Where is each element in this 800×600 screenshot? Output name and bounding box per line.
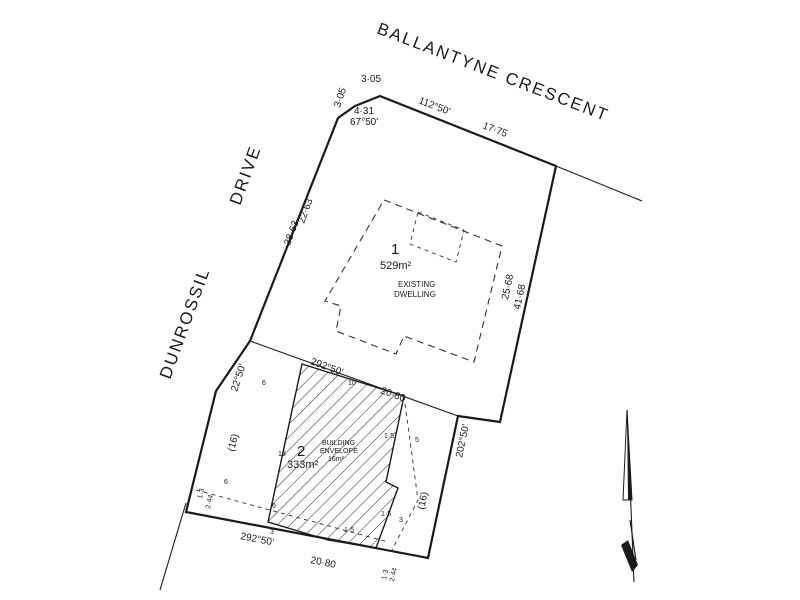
lot-1-note-line1: EXISTING (398, 280, 435, 289)
dim-west-inner: 22·63 (296, 197, 315, 225)
lot-divider-line (249, 340, 459, 417)
lot-1-note-line2: DWELLING (394, 290, 436, 299)
street-name-drive: DRIVE (226, 143, 265, 208)
env-mark-lower-mid: 3 (270, 529, 274, 536)
north-arrow-icon (621, 409, 638, 583)
building-envelope-hatch (267, 363, 405, 549)
dim-west-lot2: (16) (226, 433, 241, 453)
setback-line (195, 489, 389, 543)
lot-2-area: 333m² (287, 459, 319, 471)
env-mark-left: 6 (262, 380, 266, 387)
env-mark-lower-right: 3 (399, 517, 403, 524)
dim-corner-top: 3·05 (361, 74, 381, 85)
dwelling-annex-outline (409, 211, 465, 263)
envelope-setback-right (391, 395, 419, 551)
env-mark-bottom-a: 1·5 (344, 527, 354, 534)
drive-extension-line (159, 502, 187, 591)
lot-2-note-line2: ENVELOPE (320, 448, 358, 455)
env-mark-right-inner: 1·5 (384, 433, 394, 440)
dim-splay-left-b: 2·44 (205, 494, 215, 509)
env-mark-top: 10 (348, 380, 356, 387)
street-name-ballantyne: BALLANTYNE CRESCENT (375, 19, 612, 125)
dim-corner-left: 3·05 (332, 86, 349, 109)
env-mark-lower-right2: 1·5 (381, 511, 391, 518)
dim-east-outer: 41·68 (512, 283, 528, 311)
lot-2-note-line3: 16m² (328, 456, 345, 463)
env-mark-right: 5 (415, 437, 419, 444)
env-mark-lower-left: 6 (224, 479, 228, 486)
dim-splay-right-b: 2·44 (389, 567, 399, 582)
existing-dwelling-outline (324, 199, 503, 363)
lot-1-number: 1 (391, 241, 399, 258)
dim-corner-angle: 67°50' (350, 117, 378, 128)
env-mark-left-inner: 18 (278, 451, 286, 458)
dim-bottom-length: 20·80 (309, 555, 337, 571)
crescent-extension-line (555, 165, 643, 202)
dim-corner-splay: 4·31 (354, 106, 374, 117)
dim-east-upper: 25·68 (500, 273, 516, 301)
dim-splay-left-a: 1·3 (197, 488, 206, 499)
env-mark-bottom-b: 6 (272, 503, 276, 510)
dim-splay-right-a: 1·3 (381, 569, 390, 580)
lot-2-note-line1: BUILDING (322, 440, 355, 447)
lot-1-area: 529m² (380, 260, 412, 272)
dim-east-bearing: 202°50' (454, 423, 472, 458)
dim-top-bearing: 112°50' (417, 96, 452, 118)
dim-east-lot2: (16) (416, 491, 430, 511)
splay-left-detail (185, 477, 195, 513)
splay-right-detail (393, 551, 429, 559)
street-name-dunrossil: DUNROSSIL (156, 265, 214, 382)
lot-2-number: 2 (297, 443, 305, 460)
